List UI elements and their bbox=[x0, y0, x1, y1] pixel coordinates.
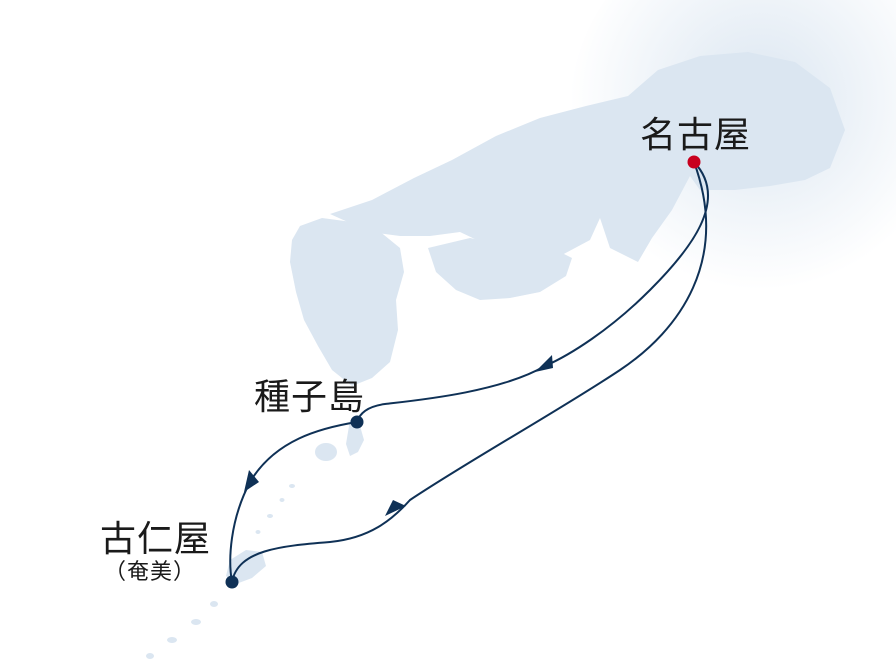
route-arrows bbox=[244, 355, 553, 516]
nagoya-label: 名古屋 bbox=[640, 115, 752, 156]
kyushu bbox=[290, 218, 404, 386]
route-nagoya-tanegashima bbox=[356, 161, 710, 423]
ryukyu-isle-2 bbox=[191, 619, 201, 625]
tanegashima-island bbox=[346, 420, 364, 456]
koniya-label: 古仁屋 bbox=[100, 519, 212, 560]
arrow-to-tanegashima bbox=[535, 355, 553, 372]
shikoku bbox=[428, 238, 572, 300]
ryukyu-isle-3 bbox=[167, 637, 177, 643]
koniya-sublabel: （奄美） bbox=[104, 560, 197, 585]
arrow-to-nagoya bbox=[385, 500, 406, 516]
tokara-isle-3 bbox=[267, 514, 273, 518]
tokara-isle-1 bbox=[289, 484, 295, 488]
tokara-isle-4 bbox=[255, 530, 261, 534]
arrow-to-koniya bbox=[244, 470, 259, 492]
honshu bbox=[330, 52, 845, 278]
ryukyu-isle-4 bbox=[146, 653, 154, 659]
route-koniya-nagoya bbox=[231, 161, 708, 583]
tanegashima-label: 種子島 bbox=[254, 377, 366, 418]
land bbox=[146, 0, 896, 659]
tanegashima-marker bbox=[350, 415, 364, 429]
yakushima-island bbox=[315, 443, 337, 461]
koniya-marker bbox=[225, 575, 239, 589]
amami-oshima bbox=[226, 550, 266, 584]
ryukyu-isle-1 bbox=[210, 601, 218, 607]
tokara-isle-2 bbox=[279, 498, 285, 502]
nagoya-marker bbox=[687, 155, 701, 169]
